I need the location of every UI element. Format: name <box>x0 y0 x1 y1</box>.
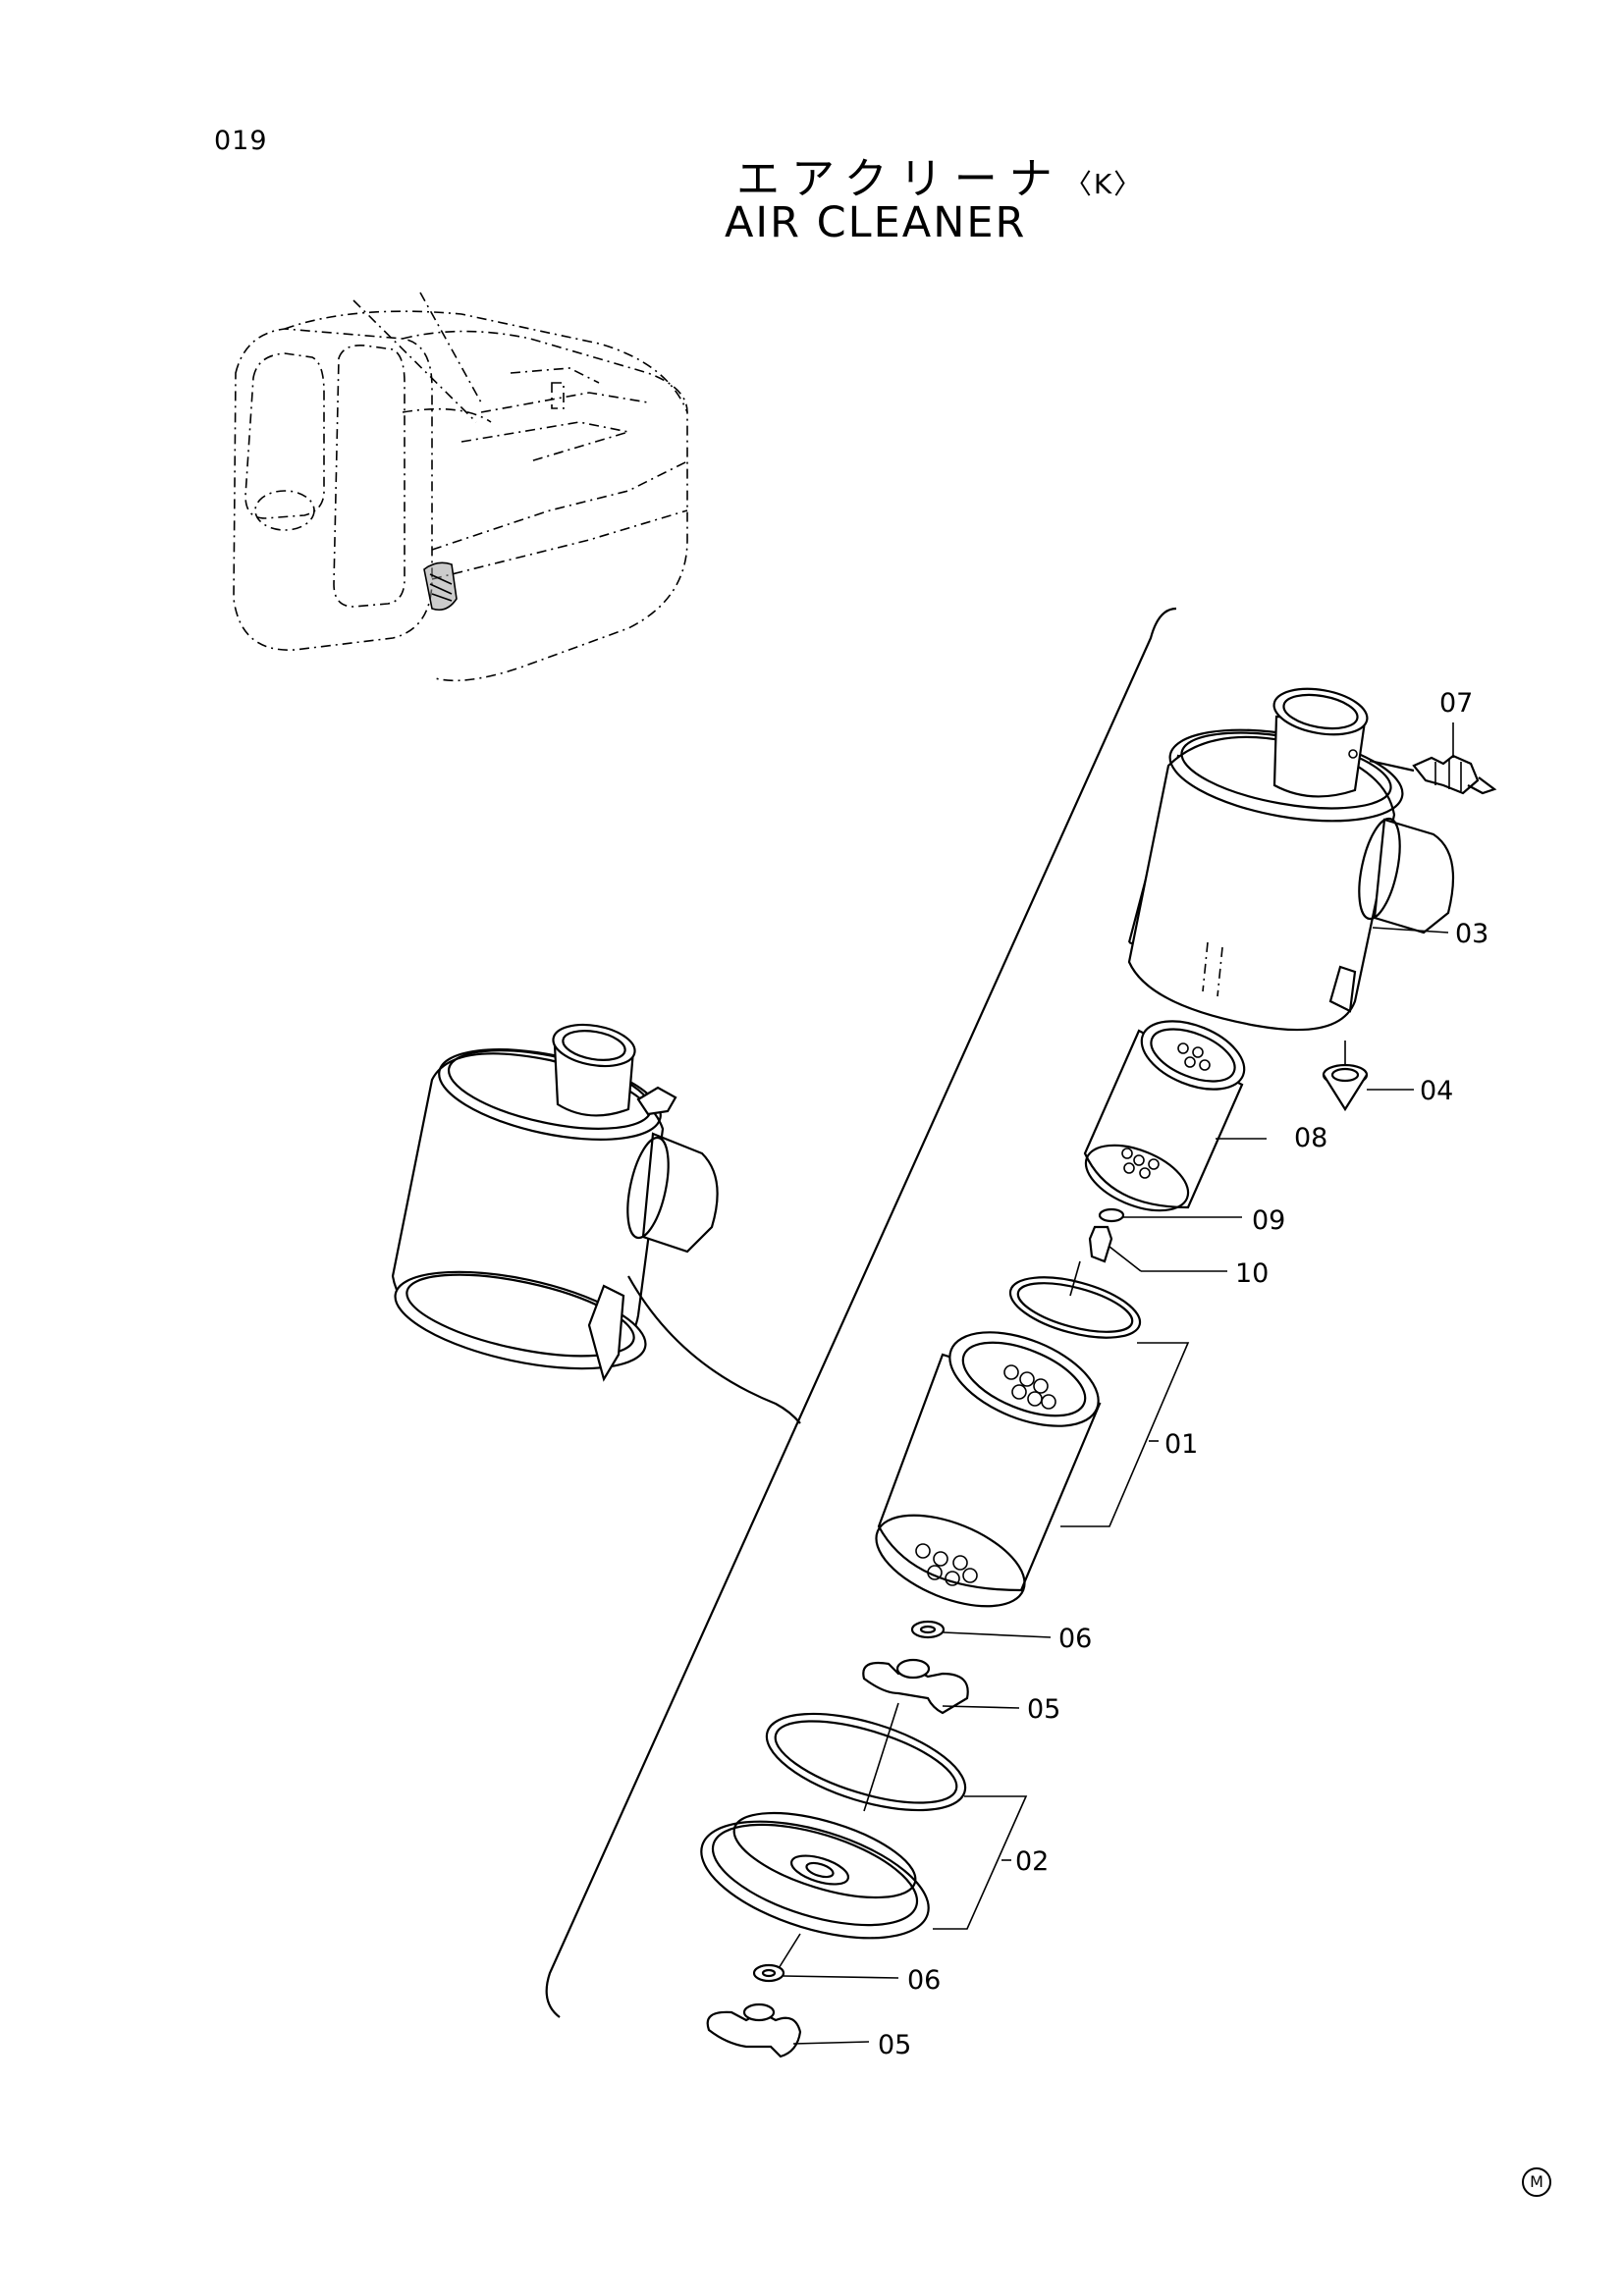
part-06-washer-lower <box>752 1963 899 1983</box>
part-05-wingnut-upper <box>862 1658 1020 1812</box>
callout-05-upper: 05 <box>1027 1694 1060 1725</box>
title-japanese: エアクリーナ〈K〉 <box>736 143 1143 206</box>
part-09-washer <box>1098 1207 1242 1223</box>
callout-09: 09 <box>1252 1205 1285 1236</box>
part-06-washer-upper <box>910 1620 1052 1639</box>
part-04-dust-valve <box>1322 1041 1414 1112</box>
part-08-safety-element <box>1083 1020 1267 1212</box>
part-01-main-element <box>875 1260 1190 1608</box>
callout-02: 02 <box>1015 1846 1049 1877</box>
assembled-air-cleaner <box>391 1023 801 1424</box>
callout-06-lower: 06 <box>907 1965 941 1996</box>
callout-06-upper: 06 <box>1058 1624 1092 1654</box>
callout-05-lower: 05 <box>878 2030 911 2060</box>
part-10-stud <box>1088 1225 1227 1272</box>
callout-03: 03 <box>1455 919 1488 949</box>
callout-04: 04 <box>1420 1076 1453 1106</box>
title-english: AIR CLEANER <box>725 198 1027 247</box>
part-07-indicator <box>1369 722 1497 795</box>
title-variant: 〈K〉 <box>1063 168 1144 200</box>
part-02-cover <box>700 1712 1028 1974</box>
callout-01: 01 <box>1164 1429 1198 1460</box>
part-03-housing <box>1127 687 1455 1032</box>
callout-07: 07 <box>1439 688 1473 719</box>
callout-10: 10 <box>1235 1258 1269 1289</box>
machine-overview-illustration <box>233 292 688 682</box>
group-bracket-line <box>545 607 1177 2018</box>
part-05-wingnut-lower <box>706 2002 870 2058</box>
page-number: 019 <box>214 126 268 156</box>
title-japanese-text: エアクリーナ <box>736 154 1064 204</box>
manufacturer-mark: M <box>1522 2167 1551 2197</box>
callout-08: 08 <box>1294 1123 1327 1153</box>
